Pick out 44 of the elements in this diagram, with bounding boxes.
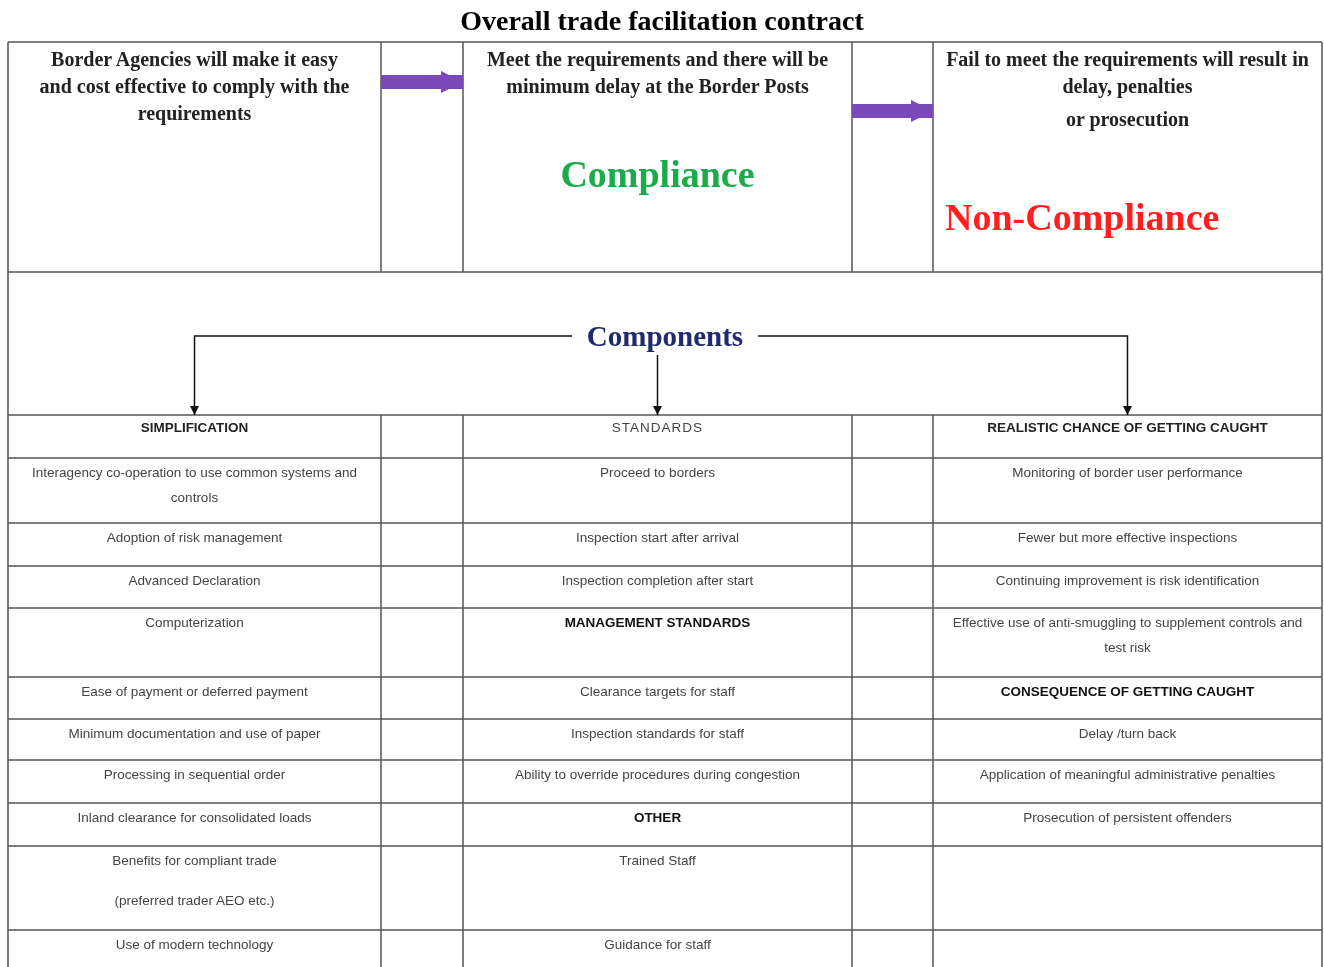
cell-text: Meet the requirements and there will be minimum delay at the Border Posts (485, 47, 830, 100)
cell-text: Border Agencies will make it easy and cost effective to comply with the requirements (38, 47, 351, 127)
diagram-title: Overall trade facilitation contract (459, 4, 865, 38)
cell-text: Inspection completion after start (560, 572, 755, 590)
cell-text: Guidance for staff (603, 936, 712, 954)
cell-text: REALISTIC CHANCE OF GETTING CAUGHT (986, 419, 1269, 437)
arrow (653, 354, 662, 416)
cell-text: Minimum documentation and use of paper (67, 725, 322, 743)
cell-text: Fewer but more effective inspections (1016, 529, 1239, 547)
cell-text: (preferred trader AEO etc.) (113, 892, 276, 910)
cell-text: Non-Compliance (944, 195, 1221, 239)
cell-text: Clearance targets for staff (578, 683, 737, 701)
cell-text: Continuing improvement is risk identification (994, 572, 1261, 590)
cell-text: Delay /turn back (1077, 725, 1178, 743)
cell-text: or prosecution (1064, 107, 1191, 133)
cell-text: Interagency co-operation to use common systems and controls (31, 464, 358, 507)
arrow (381, 71, 463, 93)
arrow (757, 335, 1132, 416)
cell-text: Ability to override procedures during congestion (513, 766, 802, 784)
cell-text: Components (585, 319, 745, 354)
cell-text: Benefits for compliant trade (111, 852, 278, 870)
cell-text: Compliance (559, 152, 756, 196)
cell-text: Prosecution of persistent offenders (1022, 809, 1233, 827)
cell-text: Monitoring of border user performance (1011, 464, 1244, 482)
cell-text: Inland clearance for consolidated loads (76, 809, 313, 827)
cell-text: Proceed to borders (599, 464, 716, 482)
arrow (852, 100, 933, 122)
cell-text: STANDARDS (610, 419, 705, 437)
cell-text: Adoption of risk management (105, 529, 284, 547)
row-heading: MANAGEMENT STANDARDS (563, 614, 752, 632)
cell-text: Advanced Declaration (127, 572, 262, 590)
cell-text: Effective use of anti-smuggling to supplement controls and test risk (951, 614, 1304, 657)
cell-text: Inspection standards for staff (569, 725, 746, 743)
cell-text: Ease of payment or deferred payment (80, 683, 309, 701)
arrow (190, 335, 573, 416)
cell-text: Processing in sequential order (102, 766, 287, 784)
cell-text: Use of modern technology (114, 936, 275, 954)
row-heading: OTHER (632, 809, 683, 827)
cell-text: Application of meaningful administrative penalties (978, 766, 1277, 784)
cell-text: SIMPLIFICATION (139, 419, 250, 437)
cell-text: Inspection start after arrival (575, 529, 740, 547)
cell-text: Computerization (144, 614, 245, 632)
row-heading: CONSEQUENCE OF GETTING CAUGHT (999, 683, 1256, 701)
cell-text: Trained Staff (618, 852, 697, 870)
